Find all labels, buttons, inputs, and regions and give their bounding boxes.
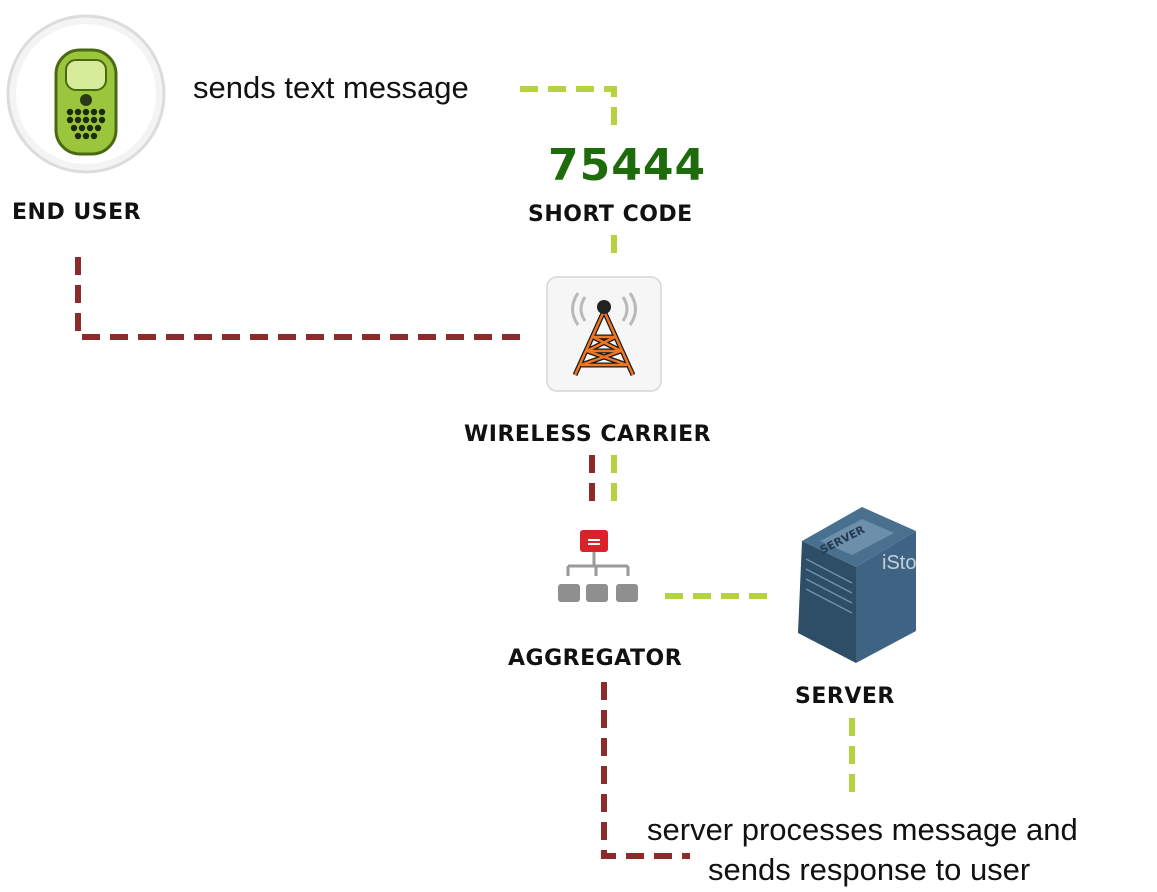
server-watermark-text: iSto	[882, 552, 916, 574]
server-node: SERVER iSto	[792, 503, 920, 665]
network-hierarchy-icon	[558, 530, 638, 602]
server-box-icon: SERVER iSto	[798, 507, 916, 663]
cell-tower-icon	[546, 276, 662, 392]
return-line-aggregator-to-response	[601, 682, 690, 859]
end-user-label: END USER	[12, 200, 142, 225]
sends-text-label: sends text message	[193, 70, 469, 105]
aggregator-node	[556, 526, 656, 606]
wireless-carrier-node	[545, 275, 663, 393]
short-code-label: SHORT CODE	[528, 202, 693, 227]
mobile-phone-icon	[6, 14, 166, 174]
return-line-carrier-to-user	[75, 250, 520, 340]
outbound-line-sms-to-shortcode	[520, 86, 617, 135]
aggregator-label: AGGREGATOR	[508, 646, 683, 671]
short-code-number: 75444	[548, 140, 707, 191]
end-user-node	[4, 12, 169, 177]
wireless-carrier-label: WIRELESS CARRIER	[464, 422, 712, 447]
outbound-path	[520, 86, 855, 800]
server-response-line1: server processes message and	[647, 812, 1078, 847]
return-path	[75, 250, 690, 859]
server-response-line2: sends response to user	[708, 852, 1031, 887]
server-label: SERVER	[795, 684, 895, 709]
